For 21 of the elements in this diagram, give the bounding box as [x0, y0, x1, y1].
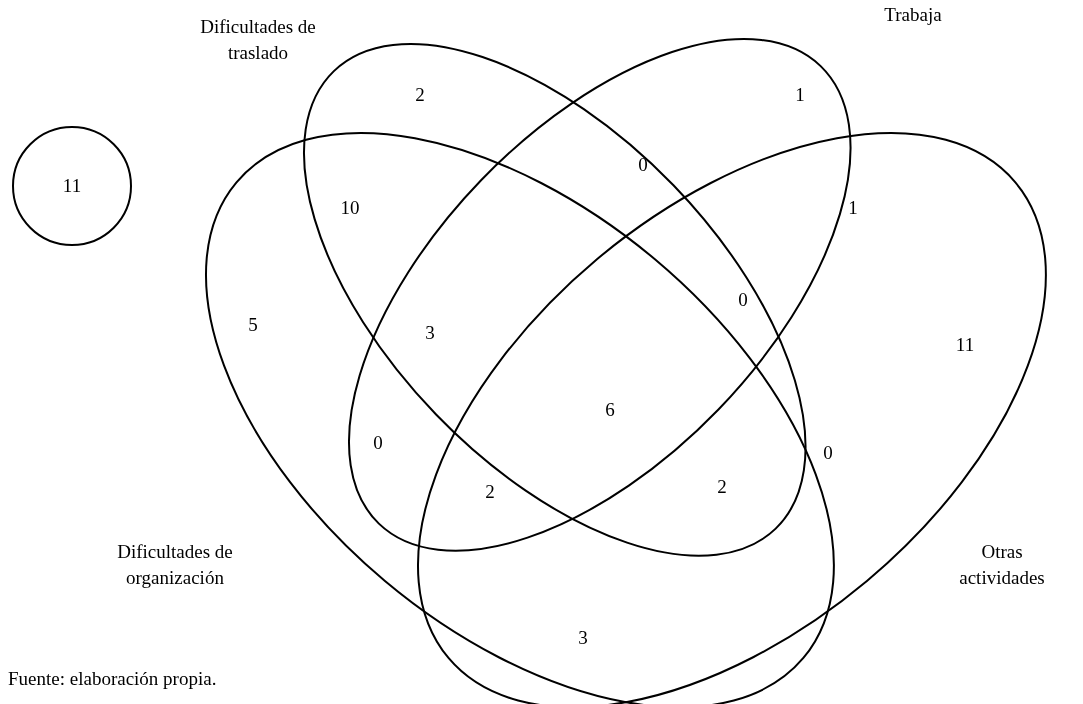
region-count: 2 — [485, 481, 495, 503]
region-count: 5 — [248, 314, 258, 336]
count-value: 11 — [62, 175, 82, 197]
source-caption: Fuente: elaboración propia. — [8, 668, 217, 690]
region-count: 0 — [738, 289, 748, 311]
region-count: 3 — [425, 322, 435, 344]
region-count: 2 — [717, 476, 727, 498]
set-label: Dificultades de organización — [116, 540, 234, 590]
region-count: 11 — [955, 334, 975, 356]
set-label: Otras actividades — [958, 540, 1046, 590]
region-count: 0 — [823, 442, 833, 464]
region-count: 10 — [340, 197, 360, 219]
region-count: 1 — [795, 84, 805, 106]
region-count: 0 — [373, 432, 383, 454]
region-count: 3 — [578, 627, 588, 649]
set-label: Trabaja — [883, 3, 943, 27]
region-count: 6 — [605, 399, 615, 421]
set-label: Dificultades de traslado — [199, 15, 317, 65]
region-count: 1 — [848, 197, 858, 219]
region-count: 0 — [638, 154, 648, 176]
region-count: 2 — [415, 84, 425, 106]
